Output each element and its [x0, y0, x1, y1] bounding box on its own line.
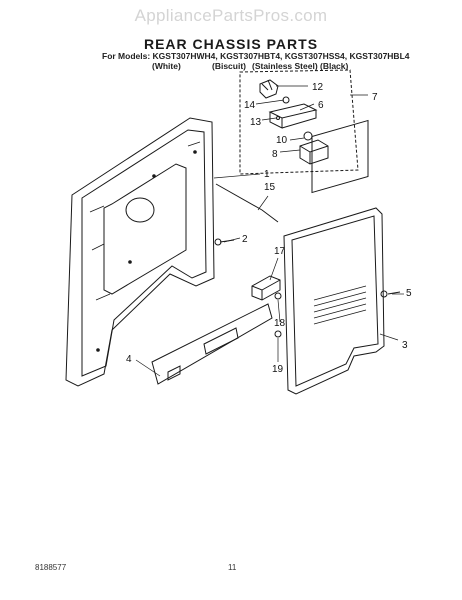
part-1-hole-a	[193, 150, 197, 154]
part-13-hole	[276, 116, 280, 120]
variant-biscuit: (Biscuit)	[212, 61, 246, 71]
part-3-vent-upper	[311, 119, 369, 194]
callout-6: 4	[126, 354, 132, 365]
variant-black: (Black)	[320, 61, 349, 71]
callout-1: 1	[264, 169, 270, 180]
watermark: AppliancePartsPros.com	[134, 6, 328, 25]
leader-18	[277, 299, 281, 323]
callout-2: 2	[242, 234, 248, 245]
callout-3: 3	[402, 340, 408, 351]
leader-10	[289, 137, 305, 141]
variant-stainless: (Stainless Steel)	[252, 61, 318, 71]
leader-3	[379, 333, 399, 341]
part-1-chassis-ribs	[89, 141, 201, 301]
part-8-block	[299, 139, 329, 165]
callout-14: 14	[244, 100, 256, 111]
part-1-chassis-port	[125, 197, 155, 223]
part-19-screw	[274, 330, 282, 338]
leader-5	[299, 103, 315, 111]
part-12-bracket	[259, 79, 279, 99]
callout-18: 18	[274, 318, 286, 329]
leader-2	[223, 237, 241, 243]
part-17-bracket-edge	[251, 279, 281, 300]
part-6-lower-panel	[151, 303, 273, 385]
callout-4: 5	[406, 288, 412, 299]
part-3-vent-slots	[313, 285, 367, 325]
model-list: For Models: KGST307HWH4, KGST307HBT4, KG…	[102, 51, 410, 61]
leader-6	[135, 359, 161, 377]
leader-lines	[135, 85, 404, 377]
part-15-rod	[215, 183, 279, 223]
page-title: REAR CHASSIS PARTS	[143, 36, 319, 52]
part-1-chassis-inner	[81, 129, 207, 377]
part-5-plate-edge	[269, 110, 317, 129]
callout-12: 12	[312, 82, 324, 93]
part-1-chassis-outline	[65, 117, 215, 387]
part-1-hole-c	[128, 260, 132, 264]
part-10-nut	[303, 131, 313, 141]
part-6-panel-cutout	[203, 327, 239, 355]
callout-5: 6	[318, 100, 324, 111]
part-1-hole-b	[152, 174, 156, 178]
part-17-bracket	[251, 275, 281, 301]
footer-page-number: 11	[228, 563, 237, 572]
callout-17: 17	[274, 246, 286, 257]
part-4-screw	[380, 290, 388, 298]
leader-13	[261, 117, 277, 121]
part-12-detail	[261, 79, 273, 91]
callout-13: 13	[250, 117, 262, 128]
variant-white: (White)	[152, 61, 181, 71]
part-8-block-edge	[299, 145, 329, 164]
leader-1	[213, 173, 261, 179]
leader-8	[279, 149, 301, 153]
part-6-panel-slot	[167, 365, 181, 381]
callout-7: 7	[372, 92, 378, 103]
callout-8: 8	[272, 149, 278, 160]
leader-15	[257, 195, 269, 211]
part-4-screw-shank	[387, 291, 401, 295]
footer-part-number: 8188577	[35, 563, 67, 572]
leader-14	[255, 99, 285, 105]
inset-box-7	[239, 69, 359, 175]
callout-15: 15	[264, 182, 276, 193]
part-1-chassis-window	[103, 163, 187, 295]
part-18-screw	[274, 292, 282, 300]
part-3-access-cover	[283, 207, 385, 395]
part-3-cover-inner	[291, 215, 379, 387]
callout-10: 10	[276, 135, 288, 146]
part-1-hole-d	[96, 348, 100, 352]
leader-17	[269, 257, 279, 281]
callout-19: 19	[272, 364, 284, 375]
